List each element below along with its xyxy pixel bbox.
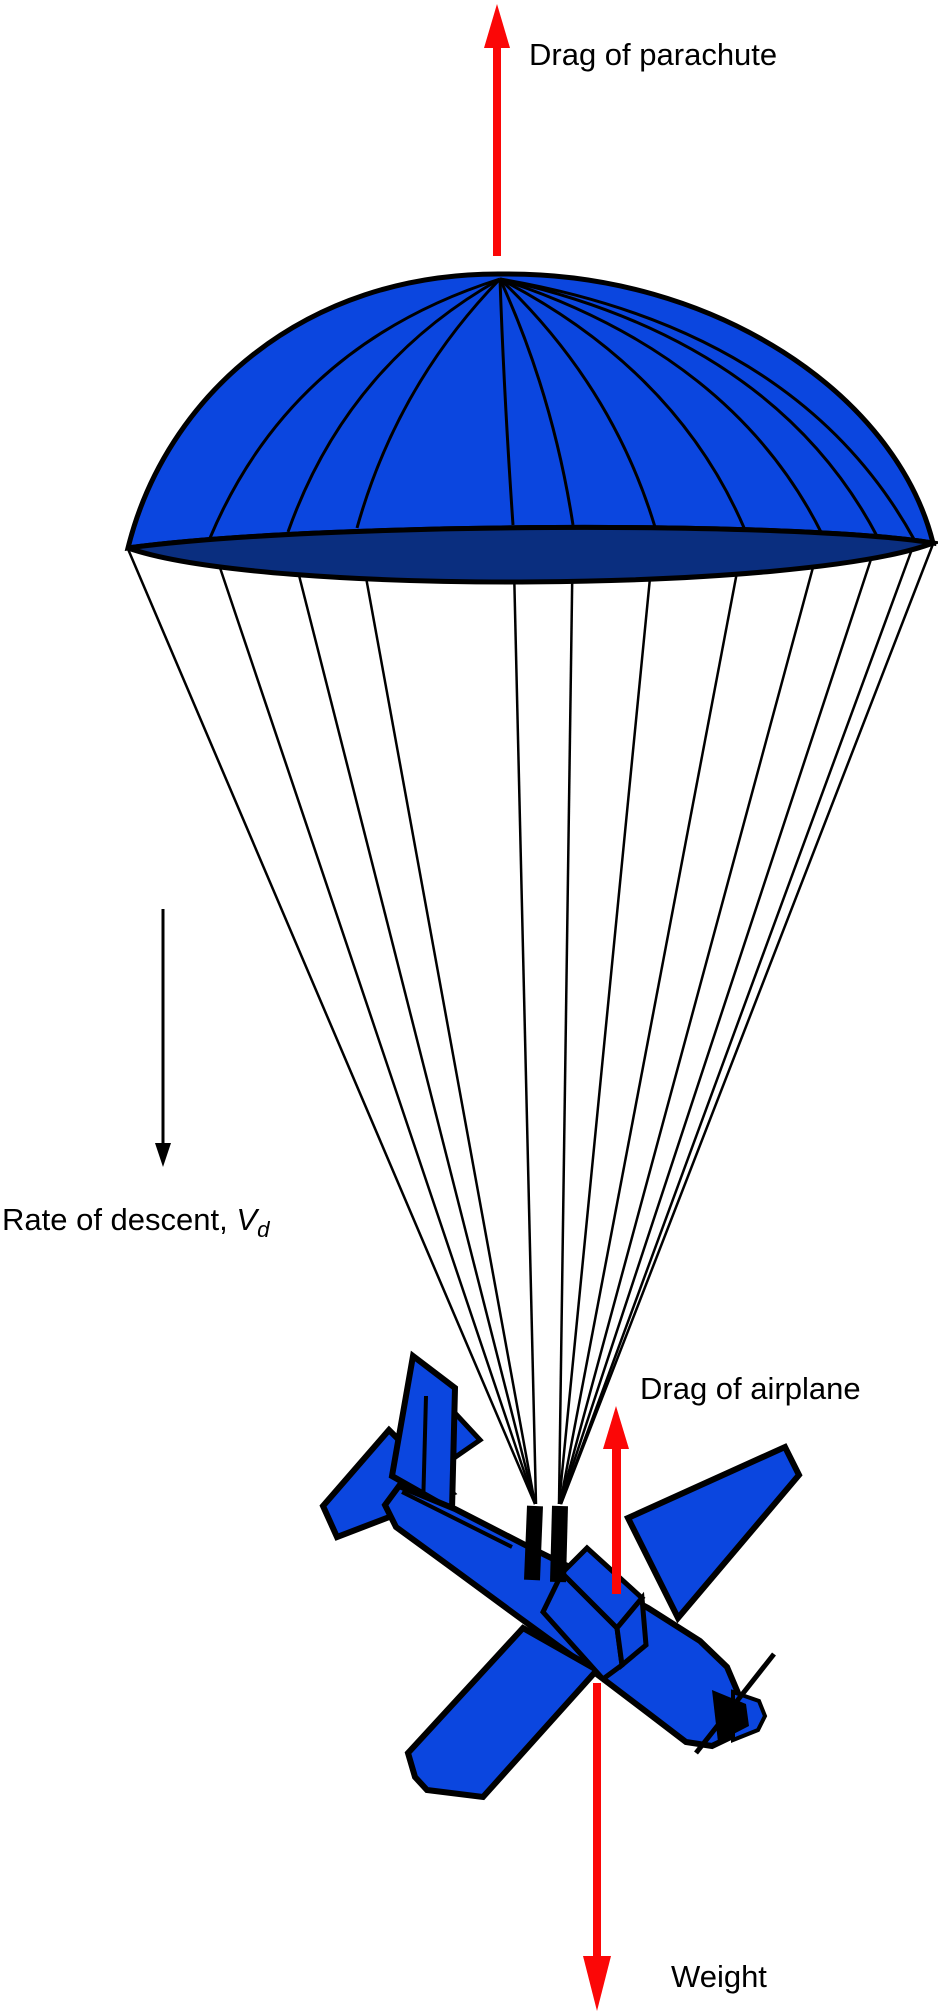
rate-of-descent-label: Rate of descent, Vd	[2, 1202, 269, 1240]
propeller-blade-line	[694, 1652, 776, 1755]
suspension-lines	[126, 524, 935, 1505]
propeller-spinner	[712, 1690, 749, 1742]
airplane-far-wing	[623, 1443, 803, 1624]
drag-of-parachute-arrow	[484, 4, 510, 256]
airplane	[319, 1350, 803, 1801]
canopy-dome	[124, 271, 937, 551]
airplane-near-stabilizer	[451, 1405, 484, 1463]
weight-arrow	[583, 1683, 611, 2011]
rate-of-descent-symbol: V	[236, 1202, 258, 1237]
parachute-canopy	[124, 271, 938, 585]
rate-of-descent-subscript: d	[257, 1217, 270, 1243]
risers	[524, 1505, 568, 1583]
drag-of-airplane-arrow	[603, 1406, 629, 1594]
drag-of-airplane-label: Drag of airplane	[640, 1371, 861, 1406]
airplane-near-wing	[404, 1624, 602, 1801]
weight-label: Weight	[671, 1959, 767, 1994]
rate-of-descent-text: Rate of descent,	[2, 1202, 237, 1237]
canopy-gore-lines	[208, 277, 917, 542]
fuselage-crease-line	[401, 1490, 513, 1549]
rudder-line	[421, 1395, 428, 1510]
drag-of-parachute-label: Drag of parachute	[529, 37, 778, 72]
rate-of-descent-arrow	[155, 909, 171, 1167]
cockpit-front-face	[614, 1591, 649, 1670]
canopy-underside	[127, 524, 938, 585]
